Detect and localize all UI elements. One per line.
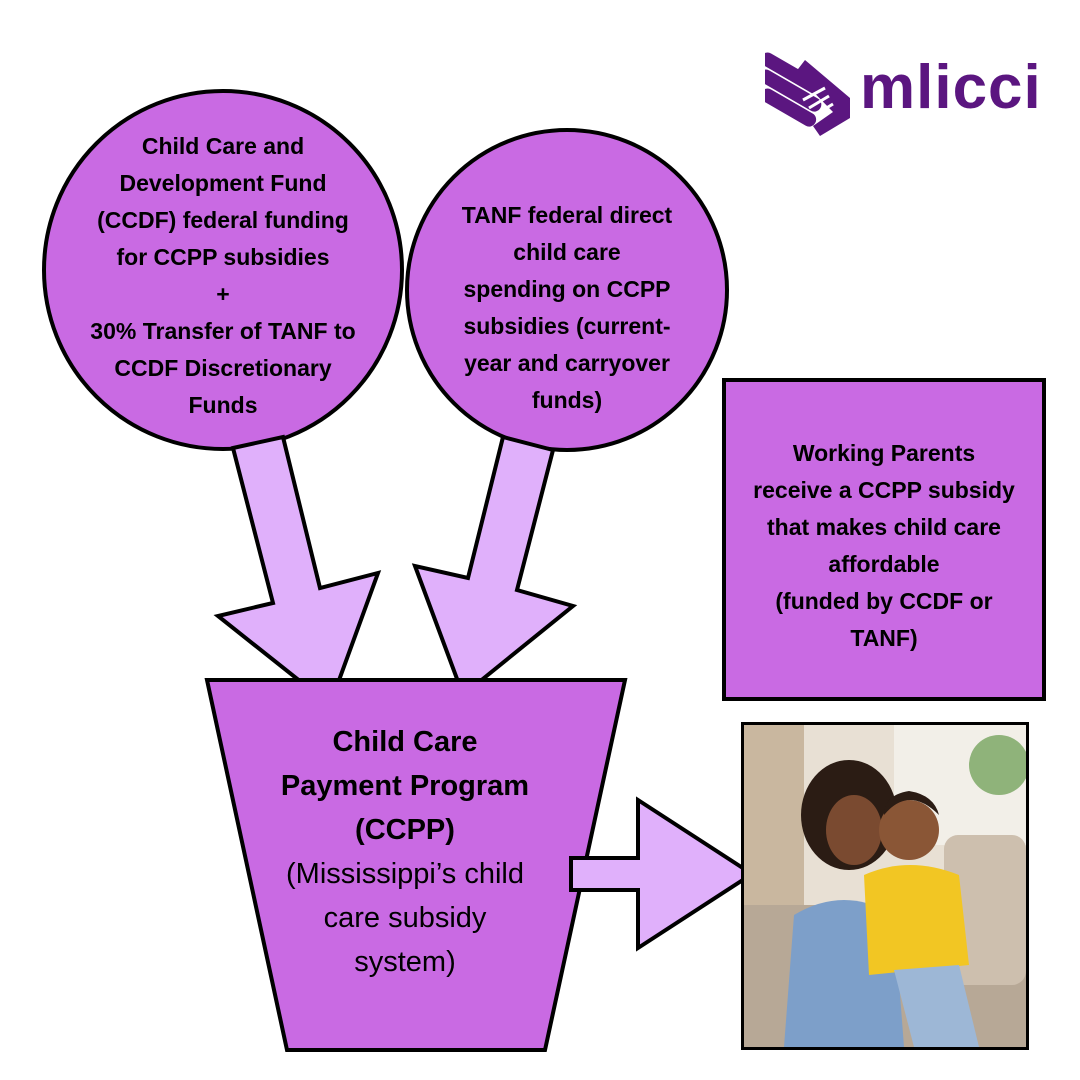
ccpp-text: Child Care Payment Program (CCPP) (Missi… xyxy=(207,720,603,984)
ccpp-subtitle-line: (Mississippi’s child xyxy=(286,858,524,890)
outcome-box xyxy=(722,378,1046,701)
text-line: (CCDF) federal funding xyxy=(97,207,349,233)
logo-text: mlicci xyxy=(860,53,1042,122)
text-line: year and carryover xyxy=(464,350,670,376)
text-line: Funds xyxy=(188,392,258,418)
text-line: (funded by CCDF or xyxy=(775,588,993,614)
text-line: Working Parents xyxy=(792,440,976,466)
ccpp-title-line: Child Care xyxy=(332,726,478,758)
text-line: child care xyxy=(513,239,621,265)
text-line: affordable xyxy=(828,551,940,577)
ccpp-title-line: Payment Program xyxy=(280,770,530,802)
text-line: + xyxy=(216,281,230,307)
mlicci-logo: mlicci xyxy=(758,38,1055,138)
ccpp-bucket xyxy=(204,678,628,1052)
photo-illustration xyxy=(744,725,1026,1047)
outcome-text: Working Parents receive a CCPP subsidy t… xyxy=(723,435,1045,657)
tanf-to-ccpp-arrow xyxy=(411,434,578,699)
ccdf-funding-circle xyxy=(42,89,404,451)
text-line: funds) xyxy=(531,387,603,413)
text-line: 30% Transfer of TANF to xyxy=(90,318,356,344)
ccdf-funding-text: Child Care and Development Fund (CCDF) f… xyxy=(44,128,402,424)
text-line: CCDF Discretionary xyxy=(114,355,332,381)
ccdf-to-ccpp-arrow xyxy=(213,434,382,709)
tanf-funding-circle xyxy=(405,128,729,452)
text-line: that makes child care xyxy=(767,514,1001,540)
tanf-funding-text: TANF federal direct child care spending … xyxy=(407,197,727,419)
text-line: for CCPP subsidies xyxy=(116,244,330,270)
text-line: subsidies (current- xyxy=(463,313,671,339)
ccpp-subtitle-line: system) xyxy=(354,946,456,978)
hands-icon xyxy=(758,52,850,136)
text-line: receive a CCPP subsidy xyxy=(753,477,1015,503)
text-line: Development Fund xyxy=(119,170,327,196)
text-line: TANF) xyxy=(850,625,918,651)
text-line: Child Care and xyxy=(141,133,305,159)
ccpp-to-parents-arrow xyxy=(569,796,756,952)
text-line: spending on CCPP xyxy=(463,276,671,302)
text-line: TANF federal direct xyxy=(461,202,673,228)
ccpp-subtitle-line: care subsidy xyxy=(323,902,487,934)
mother-and-child-photo xyxy=(741,722,1029,1050)
ccpp-title-line: (CCPP) xyxy=(355,814,455,846)
